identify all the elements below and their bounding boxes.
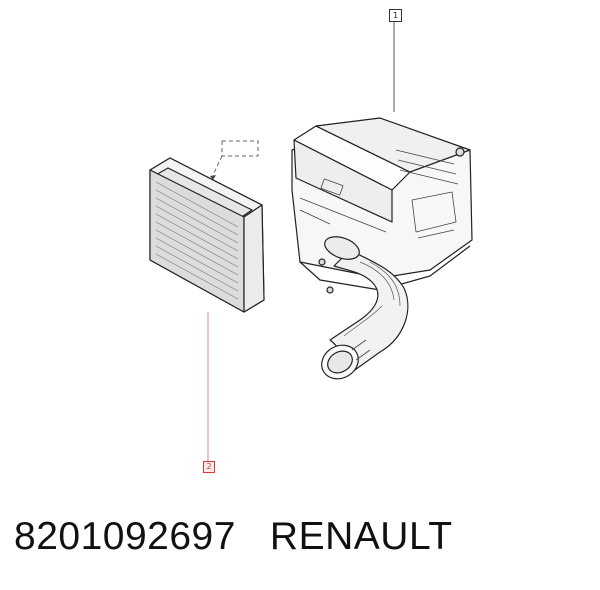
air-filter-housing [291,117,473,380]
part-caption: 8201092697 RENAULT [14,515,584,565]
clip-placeholder [210,140,259,180]
filter-pleats [155,181,239,300]
callout-label-2: 2 [203,461,215,473]
callout-label-1: 1 [389,9,402,22]
exploded-parts-diagram [149,21,473,461]
leader-lines [207,21,395,461]
part-number: 8201092697 [14,515,236,558]
air-filter-element [149,157,265,313]
brand-name: RENAULT [269,515,453,558]
